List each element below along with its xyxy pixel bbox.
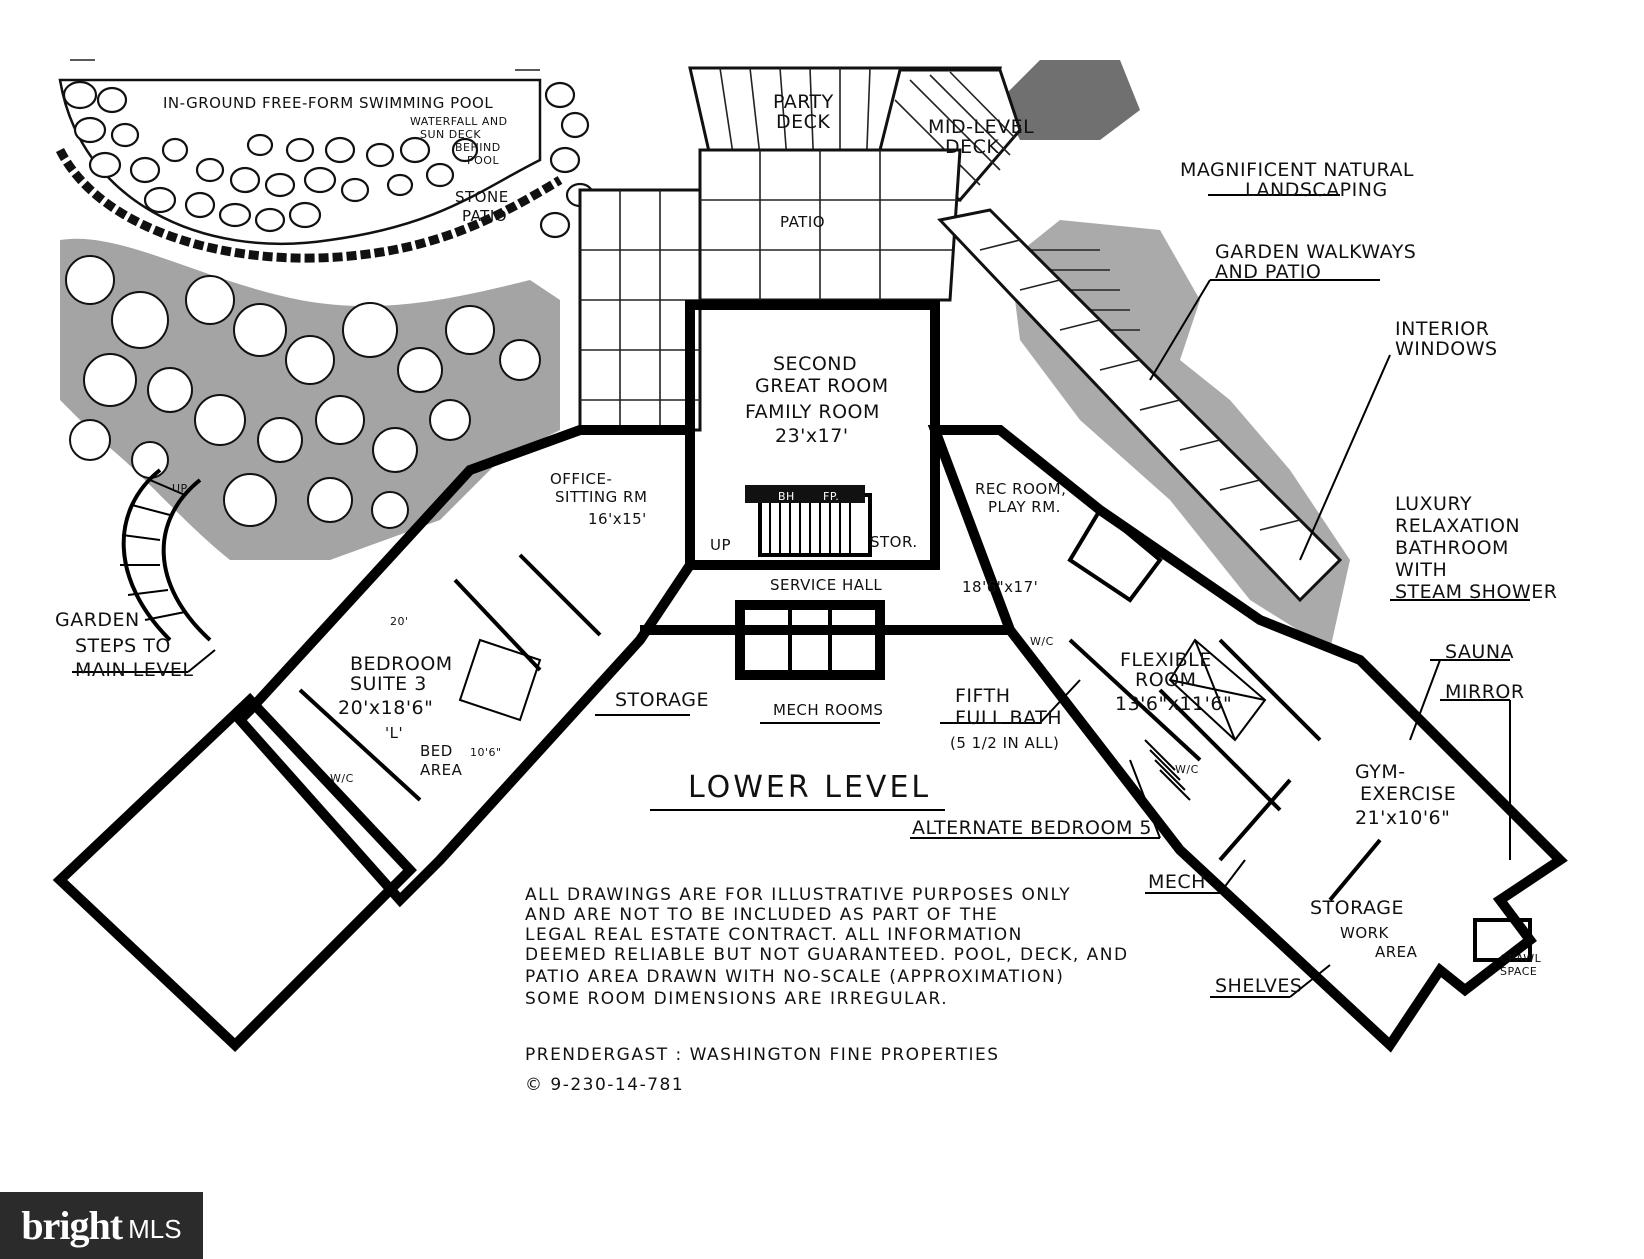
label-stone-patio-2: PATIO bbox=[462, 207, 507, 225]
label-mirror: MIRROR bbox=[1445, 681, 1525, 703]
watermark-suffix: MLS bbox=[128, 1214, 182, 1244]
plan-labels: IN-GROUND FREE-FORM SWIMMING POOL WATERF… bbox=[55, 91, 1557, 997]
label-luxury-2: RELAXATION bbox=[1395, 515, 1520, 537]
label-mech: MECH bbox=[1148, 871, 1206, 893]
label-interior-windows-1: INTERIOR bbox=[1395, 318, 1489, 340]
label-crawl-2: SPACE bbox=[1500, 965, 1537, 978]
label-wic-a: W/C bbox=[330, 772, 354, 785]
pool-area bbox=[55, 59, 595, 263]
disclaimer-line: SOME ROOM DIMENSIONS ARE IRREGULAR. bbox=[525, 989, 948, 1009]
label-waterfall-1: WATERFALL AND bbox=[410, 115, 508, 128]
credit-block: PRENDERGAST : WASHINGTON FINE PROPERTIES… bbox=[525, 1045, 1000, 1095]
label-steps-2: MAIN LEVEL bbox=[75, 659, 193, 681]
label-stone-patio-1: STONE bbox=[455, 188, 509, 206]
label-storage-left: STORAGE bbox=[615, 689, 709, 711]
label-walkways-2: AND PATIO bbox=[1215, 261, 1321, 283]
label-work-2: AREA bbox=[1375, 943, 1418, 961]
label-wic-c: W/C bbox=[1175, 763, 1199, 776]
credit-line-2: © 9-230-14-781 bbox=[525, 1075, 684, 1095]
label-pool: IN-GROUND FREE-FORM SWIMMING POOL bbox=[163, 94, 493, 112]
label-waterfall-4: POOL bbox=[467, 154, 499, 167]
label-up-stair: UP bbox=[710, 536, 731, 554]
label-bedroom-dim: 20'x18'6" bbox=[338, 697, 433, 719]
leader-lines bbox=[72, 194, 1530, 998]
landscape-garden bbox=[60, 238, 560, 642]
label-mech-rooms: MECH ROOMS bbox=[773, 701, 883, 719]
label-flexible-dim: 13'6"x11'6" bbox=[1115, 693, 1232, 715]
label-stor: STOR. bbox=[870, 533, 918, 551]
watermark-brand: bright bbox=[21, 1203, 123, 1248]
label-great-room-dim: 23'x17' bbox=[775, 425, 849, 447]
label-wic-b: W/C bbox=[1030, 635, 1054, 648]
label-flexible-2: ROOM bbox=[1135, 669, 1197, 691]
label-great-room-2: GREAT ROOM bbox=[755, 375, 889, 397]
label-gym-2: EXERCISE bbox=[1360, 783, 1456, 805]
label-alt-bedroom: ALTERNATE BEDROOM 5 bbox=[912, 817, 1152, 839]
label-office-2: SITTING RM bbox=[555, 488, 647, 506]
label-great-room-3: FAMILY ROOM bbox=[745, 401, 880, 423]
label-fifth-2: FULL BATH bbox=[955, 707, 1062, 729]
label-bed-area-1: BED bbox=[420, 742, 453, 760]
label-waterfall-2: SUN DECK bbox=[420, 128, 481, 141]
disclaimer-line: PATIO AREA DRAWN WITH NO-SCALE (APPROXIM… bbox=[525, 967, 1064, 987]
label-flexible-1: FLEXIBLE bbox=[1120, 649, 1212, 671]
label-luxury-3: BATHROOM bbox=[1395, 537, 1509, 559]
label-luxury-4: WITH bbox=[1395, 559, 1447, 581]
label-storage-right: STORAGE bbox=[1310, 897, 1404, 919]
label-great-room-1: SECOND bbox=[773, 353, 857, 375]
label-bedroom-2: SUITE 3 bbox=[350, 673, 427, 695]
label-rec-1: REC ROOM, bbox=[975, 480, 1066, 498]
label-mid-deck-1: MID-LEVEL bbox=[928, 116, 1034, 138]
label-sauna: SAUNA bbox=[1445, 641, 1514, 663]
label-fifth-3: (5 1/2 IN ALL) bbox=[950, 734, 1059, 752]
label-crawl-1: CRAWL bbox=[1500, 952, 1542, 965]
label-landscaping-1: MAGNIFICENT NATURAL bbox=[1180, 159, 1414, 181]
label-landscaping-2: LANDSCAPING bbox=[1245, 179, 1388, 201]
patio-area bbox=[578, 148, 1343, 603]
label-walkways-1: GARDEN WALKWAYS bbox=[1215, 241, 1416, 263]
label-bedroom-l: 'L' bbox=[385, 724, 403, 742]
label-fp: FP. bbox=[823, 490, 839, 503]
label-up-garden: UP bbox=[172, 482, 188, 495]
label-gym-1: GYM- bbox=[1355, 761, 1406, 783]
label-bedroom-1: BEDROOM bbox=[350, 653, 453, 675]
label-luxury-1: LUXURY bbox=[1395, 493, 1472, 515]
label-shelves: SHELVES bbox=[1215, 975, 1302, 997]
disclaimer-line: LEGAL REAL ESTATE CONTRACT. ALL INFORMAT… bbox=[525, 925, 1023, 945]
label-mid-deck-2: DECK bbox=[945, 136, 999, 158]
label-luxury-5: STEAM SHOWER bbox=[1395, 581, 1557, 603]
label-party-deck-1: PARTY bbox=[773, 91, 834, 113]
label-fifth-1: FIFTH bbox=[955, 685, 1011, 707]
bright-mls-watermark: bright MLS bbox=[0, 1192, 203, 1259]
disclaimer-line: AND ARE NOT TO BE INCLUDED AS PART OF TH… bbox=[525, 905, 998, 925]
label-gym-dim: 21'x10'6" bbox=[1355, 807, 1450, 829]
credit-line-1: PRENDERGAST : WASHINGTON FINE PROPERTIES bbox=[525, 1045, 1000, 1065]
label-office-dim: 16'x15' bbox=[588, 510, 647, 528]
label-interior-windows-2: WINDOWS bbox=[1395, 338, 1498, 360]
label-waterfall-3: BEHIND bbox=[455, 141, 501, 154]
label-rec-2: PLAY RM. bbox=[988, 498, 1061, 516]
label-bh: BH bbox=[778, 490, 795, 503]
label-service-hall: SERVICE HALL bbox=[770, 576, 882, 594]
label-bed-area-2: AREA bbox=[420, 761, 463, 779]
disclaimer-line: ALL DRAWINGS ARE FOR ILLUSTRATIVE PURPOS… bbox=[525, 885, 1071, 905]
label-office-1: OFFICE- bbox=[550, 470, 612, 488]
disclaimer-block: ALL DRAWINGS ARE FOR ILLUSTRATIVE PURPOS… bbox=[525, 885, 1129, 1009]
label-steps-1: STEPS TO bbox=[75, 635, 171, 657]
label-garden: GARDEN bbox=[55, 609, 140, 631]
disclaimer-line: DEEMED RELIABLE BUT NOT GUARANTEED. POOL… bbox=[525, 945, 1129, 965]
label-patio: PATIO bbox=[780, 213, 825, 231]
plan-title: LOWER LEVEL bbox=[688, 770, 931, 805]
label-party-deck-2: DECK bbox=[776, 111, 830, 133]
label-rec-dim: 18'6"x17' bbox=[962, 578, 1038, 596]
label-bed-area-dim: 10'6" bbox=[470, 746, 502, 759]
label-work-1: WORK bbox=[1340, 924, 1390, 942]
label-dim-20: 20' bbox=[390, 615, 409, 628]
building-walls bbox=[52, 300, 1568, 1053]
